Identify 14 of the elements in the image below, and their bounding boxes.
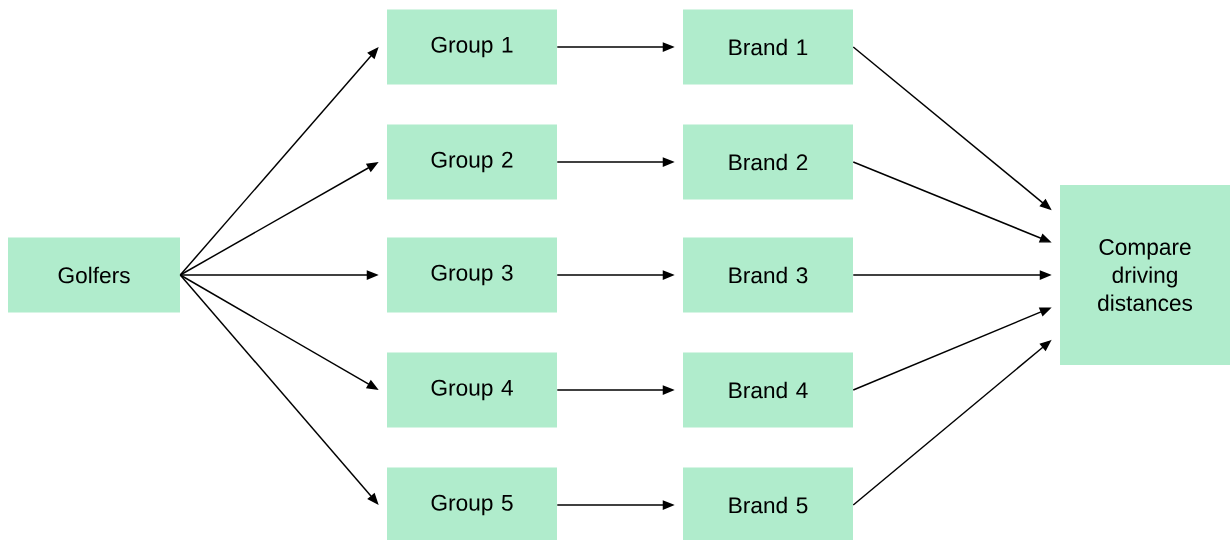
arrow	[179, 47, 379, 276]
process-box: Group 3	[387, 237, 557, 313]
process-box: Group 5	[387, 467, 557, 540]
process-box: Compare driving distances	[1060, 185, 1230, 365]
process-box: Brand 2	[683, 124, 853, 200]
arrow	[179, 274, 379, 505]
process-box: Brand 4	[683, 352, 853, 428]
process-box: Golfers	[8, 237, 180, 313]
process-box: Group 2	[387, 124, 557, 200]
process-box: Group 1	[387, 9, 557, 85]
process-box: Brand 3	[683, 237, 853, 313]
process-box: Brand 1	[683, 9, 853, 85]
process-box: Brand 5	[683, 467, 853, 540]
process-box: Group 4	[387, 352, 557, 428]
